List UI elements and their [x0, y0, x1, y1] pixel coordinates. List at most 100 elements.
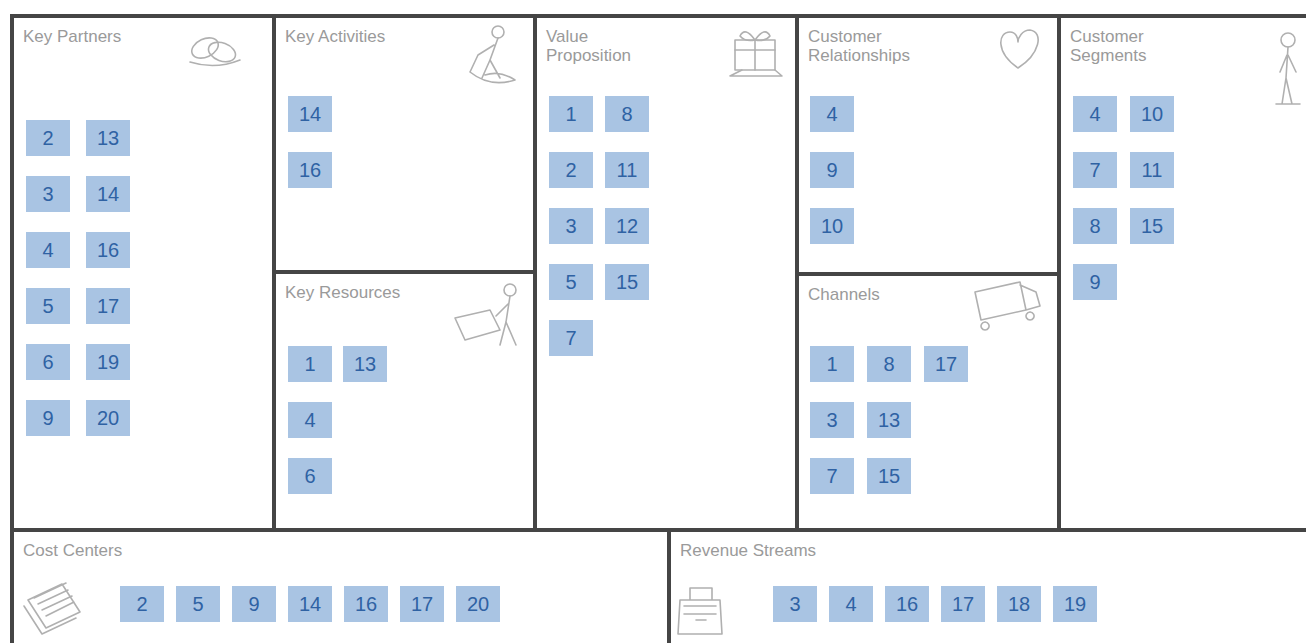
item-number-box: 4 — [26, 232, 70, 268]
worker-icon — [492, 26, 504, 38]
callout-number: 7 — [565, 328, 576, 348]
callout-number: 11 — [1142, 160, 1163, 180]
item-number-box: 14 — [288, 96, 332, 132]
item-number-box: 18 — [997, 586, 1041, 622]
item-number-box: 16 — [344, 586, 388, 622]
section-heading: Key Resources — [285, 283, 400, 302]
callout-number: 19 — [97, 352, 119, 372]
callout-number: 14 — [299, 104, 321, 124]
truck-icon — [975, 282, 1040, 330]
item-number-box: 2 — [549, 152, 593, 188]
item-number-box: 6 — [288, 458, 332, 494]
item-number-box: 3 — [549, 208, 593, 244]
item-number-box: 12 — [605, 208, 649, 244]
callout-number: 17 — [935, 354, 957, 374]
chain-icon — [206, 39, 238, 65]
callout-number: 3 — [789, 594, 800, 614]
item-number-box: 16 — [288, 152, 332, 188]
item-number-box: 16 — [885, 586, 929, 622]
callout-number: 20 — [97, 408, 119, 428]
item-number-box: 3 — [810, 402, 854, 438]
callout-number: 2 — [565, 160, 576, 180]
item-number-box: 17 — [86, 288, 130, 324]
callout-number: 7 — [826, 466, 837, 486]
item-number-box: 8 — [867, 346, 911, 382]
canvas-section: Customer Relationships 4 9 10 — [795, 14, 1061, 276]
item-number-box: 15 — [605, 264, 649, 300]
paper-icon — [24, 583, 80, 634]
item-number-box: 11 — [605, 152, 649, 188]
callout-number: 7 — [1089, 160, 1100, 180]
item-number-box: 3 — [773, 586, 817, 622]
item-number-box: 15 — [867, 458, 911, 494]
section-heading: Value Proposition — [546, 27, 656, 65]
canvas-section: Channels 18 17 3 13 7 15 — [795, 272, 1061, 532]
callout-number: 9 — [248, 594, 259, 614]
section-heading: Customer Relationships — [808, 27, 928, 65]
callout-number: 17 — [411, 594, 433, 614]
item-number-box: 1 — [810, 346, 854, 382]
register-icon — [678, 588, 722, 634]
callout-number: 14 — [299, 594, 321, 614]
item-number-box: 17 — [924, 346, 968, 382]
callout-number: 9 — [826, 160, 837, 180]
item-number-box: 7 — [810, 458, 854, 494]
chain-icon — [189, 34, 222, 62]
section-heading: Channels — [808, 285, 880, 304]
callout-number: 4 — [826, 104, 837, 124]
callout-number: 10 — [821, 216, 843, 236]
callout-number: 10 — [1141, 104, 1163, 124]
item-number-box: 13 — [867, 402, 911, 438]
canvas-section: Key Resources11346 — [272, 270, 537, 532]
item-number-box: 13 — [86, 120, 130, 156]
callout-number: 9 — [42, 408, 53, 428]
chain-icon — [190, 60, 240, 66]
canvas-section: Cost Centers25914161720 — [10, 528, 671, 643]
callout-number: 13 — [878, 410, 900, 430]
item-number-box: 9 — [810, 152, 854, 188]
item-number-box: 14 — [86, 176, 130, 212]
item-number-box: 9 — [232, 586, 276, 622]
callout-number: 16 — [896, 594, 918, 614]
callout-number: 15 — [616, 272, 638, 292]
item-number-box: 1 — [549, 96, 593, 132]
callout-number: 11 — [617, 160, 638, 180]
callout-number: 18 — [1008, 594, 1030, 614]
callout-number: 14 — [97, 184, 119, 204]
callout-number: 2 — [136, 594, 147, 614]
callout-number: 3 — [826, 410, 837, 430]
item-number-box: 5 — [26, 288, 70, 324]
item-number-box: 19 — [1053, 586, 1097, 622]
person-icon — [1281, 33, 1295, 47]
item-number-box: 5 — [176, 586, 220, 622]
item-number-box: 17 — [941, 586, 985, 622]
item-number-box: 10 — [810, 208, 854, 244]
item-number-box: 7 — [1073, 152, 1117, 188]
callout-number: 16 — [355, 594, 377, 614]
callout-number: 4 — [845, 594, 856, 614]
gift-icon — [730, 32, 782, 76]
canvas-section: Key Partners213314416517619920 — [10, 14, 276, 532]
resource-icon — [504, 284, 516, 296]
item-number-box: 3 — [26, 176, 70, 212]
item-number-box: 11 — [1130, 152, 1174, 188]
item-number-box: 1 — [288, 346, 332, 382]
section-heading: Revenue Streams — [680, 541, 816, 560]
person-icon — [1276, 47, 1300, 104]
worker-icon — [470, 38, 515, 83]
resource-icon — [496, 296, 516, 345]
callout-number: 5 — [192, 594, 203, 614]
callout-number: 15 — [1141, 216, 1163, 236]
item-number-box: 13 — [343, 346, 387, 382]
canvas-section: Key Activities1416 — [272, 14, 537, 274]
resource-icon — [455, 310, 500, 340]
item-number-box: 19 — [86, 344, 130, 380]
callout-number: 2 — [42, 128, 53, 148]
callout-number: 13 — [97, 128, 119, 148]
item-number-box: 20 — [86, 400, 130, 436]
item-number-box: 4 — [1073, 96, 1117, 132]
section-heading: Key Partners — [23, 27, 121, 46]
callout-number: 5 — [565, 272, 576, 292]
item-number-box: 7 — [549, 320, 593, 356]
